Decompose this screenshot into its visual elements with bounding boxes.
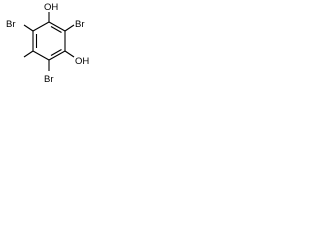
ring-bond-3 [48,50,66,61]
bond-br-top-left [23,24,34,32]
bond-br-top-right [64,24,75,32]
chemical-structure-diagram: OH Br OH Br Br [6,2,89,85]
atom-label-oh-top: OH [44,2,58,13]
atom-label-br-top-left: Br [6,19,16,30]
atom-label-br-top-right: Br [75,19,85,30]
benzene-ring [32,21,66,61]
ring-bond-6 [32,21,50,32]
ring-double-bond-2 [50,49,62,56]
atom-label-br-bottom: Br [44,74,54,85]
ring-bond-1 [48,21,66,32]
ring-double-bond-1 [50,26,62,33]
bond-oh-right [64,50,75,58]
bond-methyl [23,50,34,58]
ring-bond-4 [32,50,50,61]
atom-label-oh-right: OH [75,56,89,67]
